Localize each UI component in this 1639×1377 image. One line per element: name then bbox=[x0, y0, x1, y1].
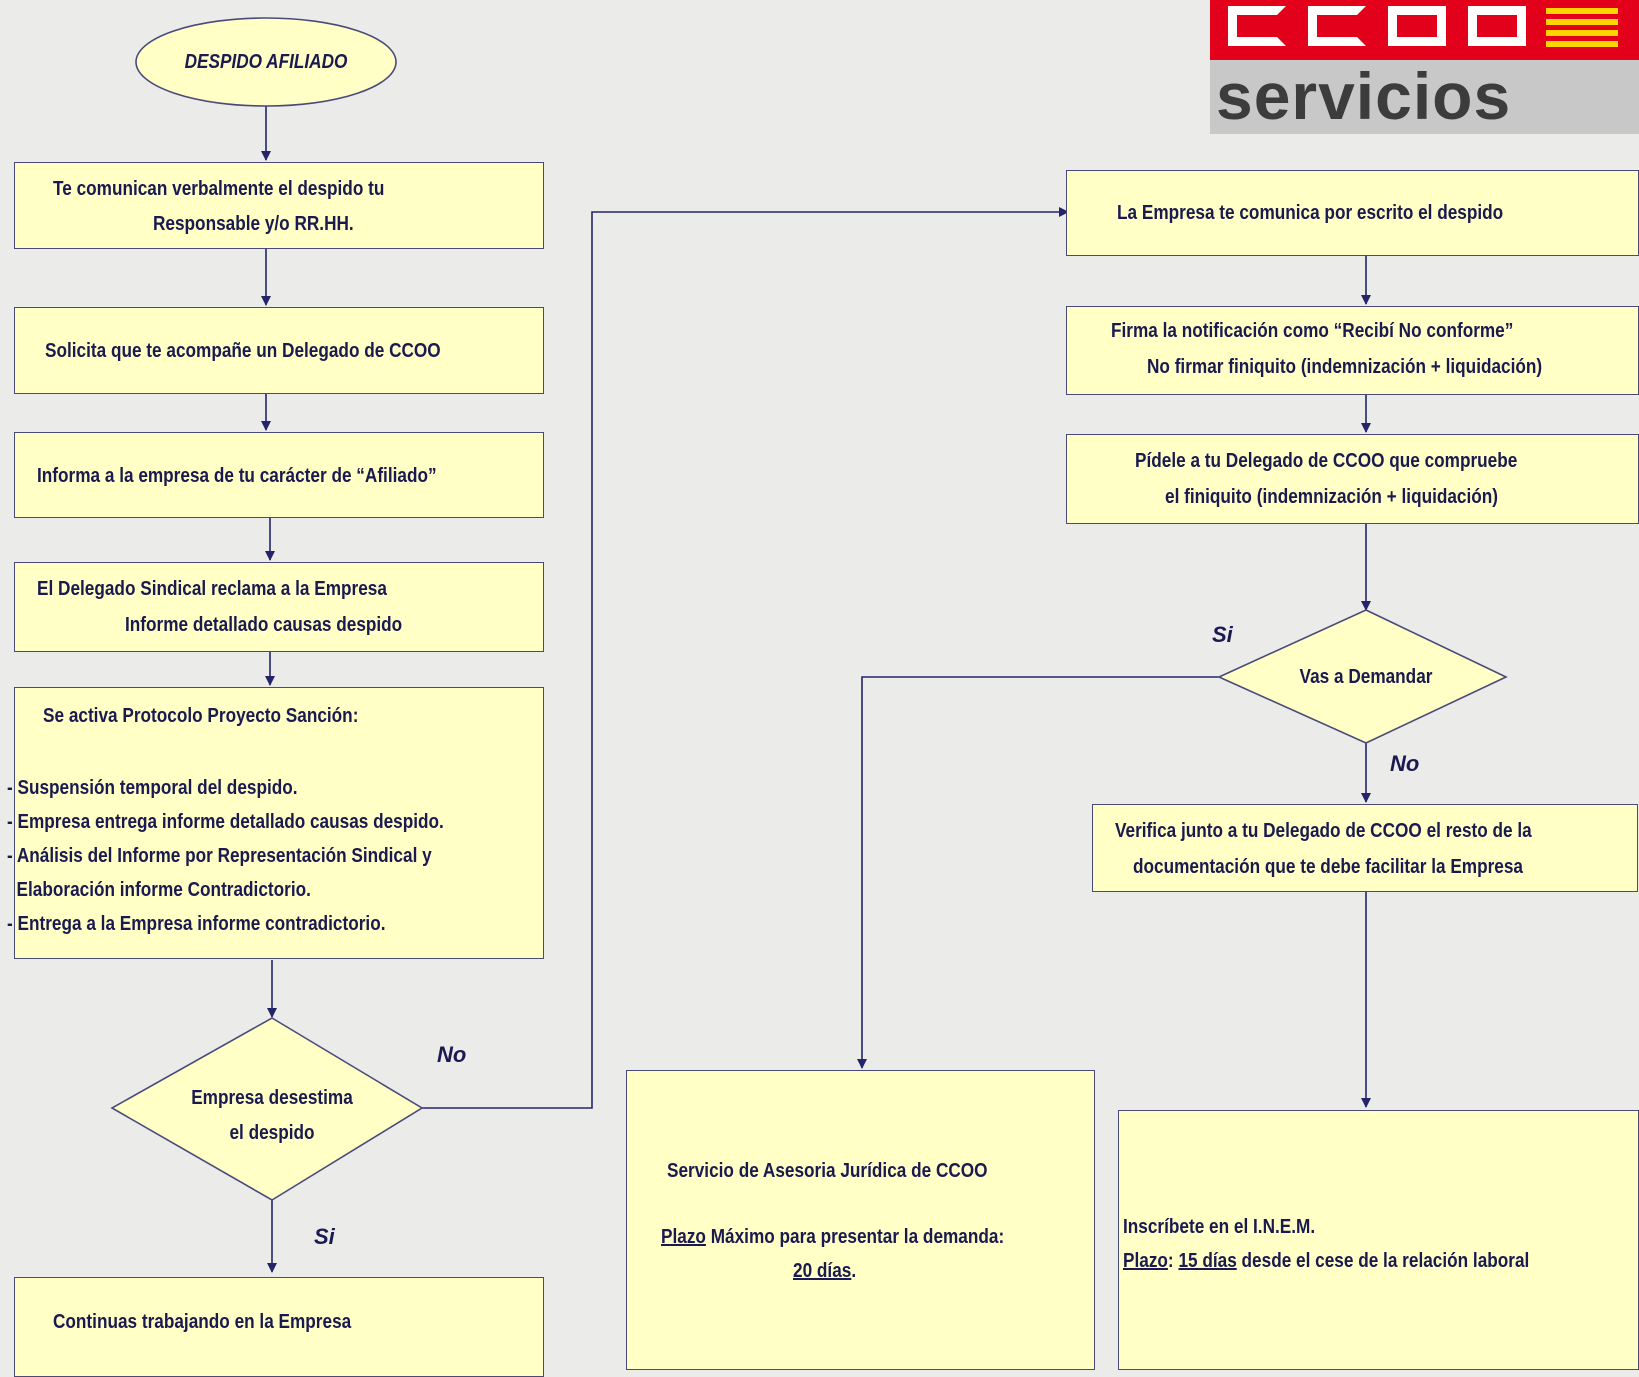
box-request-delegate: Solicita que te acompañe un Delegado de … bbox=[14, 307, 544, 394]
box-verify-documents-line1: Verifica junto a tu Delegado de CCOO el … bbox=[1115, 820, 1532, 842]
box-check-settlement-line2: el finiquito (indemnización + liquidació… bbox=[1165, 486, 1499, 508]
box-request-delegate-text: Solicita que te acompañe un Delegado de … bbox=[45, 340, 441, 362]
protocol-item-2: - Empresa entrega informe detallado caus… bbox=[7, 811, 444, 833]
inem-plazo-line: Plazo: 15 días desde el cese de la relac… bbox=[1123, 1243, 1529, 1279]
legal-days-tail: . bbox=[851, 1260, 857, 1282]
protocol-item-5: - Entrega a la Empresa informe contradic… bbox=[7, 913, 386, 935]
logo-red-band bbox=[1210, 0, 1639, 60]
protocol-title: Se activa Protocolo Proyecto Sanción: bbox=[43, 705, 359, 727]
box-delegate-claims-line2: Informe detallado causas despido bbox=[125, 614, 403, 636]
box-continue-working-text: Continuas trabajando en la Empresa bbox=[53, 1311, 352, 1333]
box-sign-notification-line1: Firma la notificación como “Recibí No co… bbox=[1111, 320, 1514, 342]
box-inem: Inscríbete en el I.N.E.M. Plazo: 15 días… bbox=[1118, 1110, 1639, 1370]
logo-letter-c2 bbox=[1308, 6, 1366, 46]
box-verbal-notice: Te comunican verbalmente el despido tu R… bbox=[14, 162, 544, 249]
legal-plazo-line: Plazo Máximo para presentar la demanda: bbox=[661, 1219, 1004, 1255]
logo-letter-c1 bbox=[1228, 6, 1286, 46]
inem-days: 15 días bbox=[1178, 1250, 1237, 1272]
start-ellipse bbox=[135, 17, 397, 107]
arrow-no-to-right bbox=[422, 207, 1069, 1109]
box-verify-documents-line2: documentación que te debe facilitar la E… bbox=[1133, 856, 1523, 878]
box-sign-notification-line2: No firmar finiquito (indemnización + liq… bbox=[1147, 356, 1543, 378]
arrow-si-to-legal bbox=[857, 676, 1219, 1069]
box-check-settlement: Pídele a tu Delegado de CCOO que comprue… bbox=[1066, 434, 1639, 524]
inem-rest: desde el cese de la relación laboral bbox=[1236, 1250, 1530, 1272]
legal-plazo-word: Plazo bbox=[661, 1226, 706, 1248]
box-check-settlement-line1: Pídele a tu Delegado de CCOO que comprue… bbox=[1135, 450, 1518, 472]
legal-days: 20 días bbox=[793, 1260, 852, 1282]
decision-left-si-label: Si bbox=[314, 1224, 335, 1249]
ccoo-servicios-logo: servicios bbox=[1210, 0, 1639, 134]
inem-colon: : bbox=[1167, 1250, 1179, 1272]
decision-right-no-label: No bbox=[1390, 751, 1420, 776]
logo-letter-o1 bbox=[1388, 6, 1446, 46]
logo-letter-o2 bbox=[1468, 6, 1526, 46]
box-delegate-claims: El Delegado Sindical reclama a la Empres… bbox=[14, 562, 544, 652]
decision-left-no-label: No bbox=[437, 1042, 467, 1067]
box-protocol: Se activa Protocolo Proyecto Sanción: - … bbox=[7, 687, 544, 959]
box-written-notice: La Empresa te comunica por escrito el de… bbox=[1066, 170, 1639, 256]
inem-plazo-word: Plazo bbox=[1123, 1250, 1168, 1272]
protocol-item-4: Elaboración informe Contradictorio. bbox=[7, 879, 311, 901]
box-legal-service: Servicio de Asesoria Jurídica de CCOO Pl… bbox=[626, 1070, 1095, 1370]
inem-title: Inscríbete en el I.N.E.M. bbox=[1123, 1216, 1316, 1238]
legal-days-line: 20 días. bbox=[793, 1253, 856, 1289]
box-written-notice-text: La Empresa te comunica por escrito el de… bbox=[1117, 202, 1504, 224]
legal-title: Servicio de Asesoria Jurídica de CCOO bbox=[667, 1160, 988, 1182]
aragon-flag-icon bbox=[1546, 8, 1618, 50]
decision-left-line2: el despido bbox=[229, 1122, 315, 1144]
box-continue-working: Continuas trabajando en la Empresa bbox=[14, 1277, 544, 1377]
logo-grey-band bbox=[1210, 60, 1639, 134]
decision-left-diamond bbox=[110, 1017, 424, 1201]
legal-plazo-rest: Máximo para presentar la demanda: bbox=[705, 1226, 1005, 1248]
box-verbal-notice-line1: Te comunican verbalmente el despido tu bbox=[53, 178, 385, 200]
logo-word: servicios bbox=[1216, 59, 1512, 133]
decision-right-text: Vas a Demandar bbox=[1299, 666, 1433, 688]
decision-right-diamond bbox=[1217, 609, 1508, 744]
box-sign-notification: Firma la notificación como “Recibí No co… bbox=[1066, 306, 1639, 395]
decision-left-line1: Empresa desestima bbox=[191, 1087, 353, 1109]
box-verify-documents: Verifica junto a tu Delegado de CCOO el … bbox=[1092, 804, 1638, 892]
box-delegate-claims-line1: El Delegado Sindical reclama a la Empres… bbox=[37, 578, 387, 600]
box-inform-affiliate-text: Informa a la empresa de tu carácter de “… bbox=[37, 465, 437, 487]
protocol-item-1: - Suspensión temporal del despido. bbox=[7, 777, 298, 799]
decision-right-si-label: Si bbox=[1212, 622, 1233, 647]
box-inform-affiliate: Informa a la empresa de tu carácter de “… bbox=[14, 432, 544, 518]
start-label: DESPIDO AFILIADO bbox=[184, 51, 348, 73]
box-verbal-notice-line2: Responsable y/o RR.HH. bbox=[153, 213, 354, 235]
protocol-item-3: - Análisis del Informe por Representació… bbox=[7, 845, 432, 867]
